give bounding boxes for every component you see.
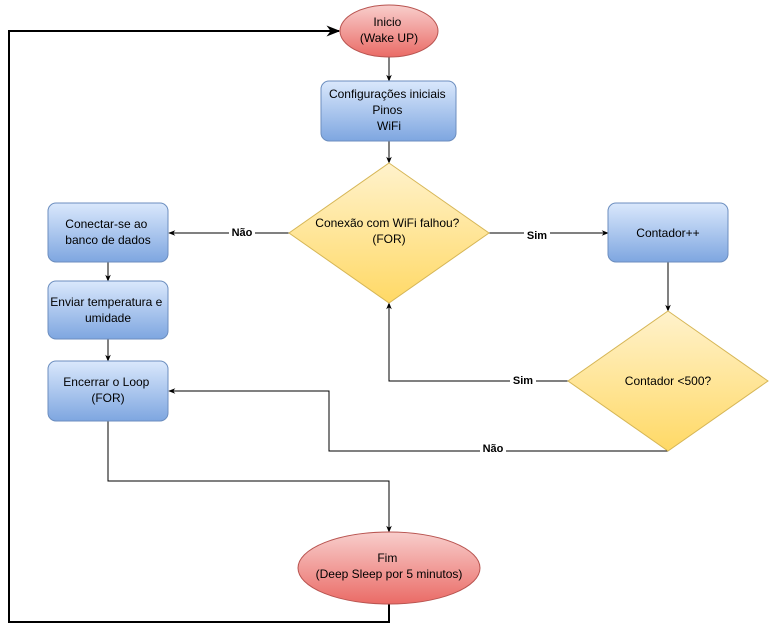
node-conectar-line-2: banco de dados — [65, 233, 150, 247]
node-inicio: Inicio (Wake UP) — [339, 4, 439, 58]
terminal-shape — [297, 531, 481, 605]
node-fim-line-1: Fim — [377, 551, 397, 565]
node-wifi-check-line-1: Conexão com WiFi falhou? — [315, 216, 459, 230]
edge-fim-loop-to-inicio — [8, 25, 390, 623]
node-inicio-text: Inicio (Wake UP) — [360, 15, 418, 45]
node-contador-line-1: Contador++ — [636, 226, 699, 240]
label-sim-wifi: Sim — [527, 230, 547, 242]
process-shape — [320, 80, 457, 142]
node-encerrar: Encerrar o Loop (FOR) — [47, 360, 169, 422]
label-nao-wifi: Não — [232, 227, 253, 239]
process-shape — [47, 360, 169, 422]
process-shape — [47, 202, 169, 263]
node-inicio-line-1: Inicio — [373, 15, 401, 29]
edge-contador-check-no-to-encerrar — [168, 388, 668, 452]
process-shape — [47, 280, 169, 340]
node-wifi-check-text: Conexão com WiFi falhou? (FOR) — [315, 216, 462, 246]
node-config-text: Configurações iniciais Pinos WiFi — [329, 87, 449, 133]
node-enviar: Enviar temperatura e umidade — [47, 280, 169, 340]
node-contador-check-text: Contador <500? — [625, 374, 712, 388]
node-contador-text: Contador++ — [636, 226, 699, 240]
node-inicio-line-2: (Wake UP) — [360, 31, 418, 45]
node-wifi-check: Conexão com WiFi falhou? (FOR) — [288, 162, 490, 304]
node-wifi-check-line-2: (FOR) — [372, 232, 405, 246]
node-conectar-line-1: Conectar-se ao — [65, 217, 147, 231]
node-encerrar-line-1: Encerrar o Loop — [63, 375, 149, 389]
label-sim-contador: Sim — [513, 375, 533, 387]
node-conectar-text: Conectar-se ao banco de dados — [65, 217, 150, 247]
node-contador: Contador++ — [607, 202, 729, 263]
node-enviar-line-2: umidade — [85, 311, 131, 325]
node-enviar-line-1: Enviar temperatura e — [50, 295, 162, 309]
decision-shape — [288, 162, 490, 304]
process-shape — [607, 202, 729, 263]
edge-encerrar-to-fim — [107, 421, 392, 533]
label-bg-nao-contador — [480, 441, 506, 456]
node-encerrar-text: Encerrar o Loop (FOR) — [63, 375, 152, 405]
label-bg-sim-contador — [510, 373, 536, 388]
label-bg-sim-wifi — [524, 228, 550, 243]
node-config: Configurações iniciais Pinos WiFi — [320, 80, 457, 142]
edge-contador-check-yes-to-wifi-check — [386, 302, 568, 382]
terminal-shape — [339, 4, 439, 58]
node-fim-line-2: (Deep Sleep por 5 minutos) — [316, 567, 463, 581]
label-bg-nao-wifi — [229, 225, 255, 240]
label-nao-contador: Não — [483, 443, 504, 455]
node-encerrar-line-2: (FOR) — [91, 391, 124, 405]
node-contador-check-line-1: Contador <500? — [625, 374, 712, 388]
node-enviar-text: Enviar temperatura e umidade — [50, 295, 165, 325]
node-fim-text: Fim (Deep Sleep por 5 minutos) — [316, 551, 463, 581]
edge-labels: Não Sim Sim Não — [229, 225, 550, 456]
node-config-line-1: Configurações iniciais — [329, 87, 446, 101]
node-config-line-2: Pinos — [372, 103, 402, 117]
node-contador-check: Contador <500? — [567, 310, 769, 452]
decision-shape — [567, 310, 769, 452]
node-config-line-3: WiFi — [377, 119, 401, 133]
node-fim: Fim (Deep Sleep por 5 minutos) — [297, 531, 481, 605]
node-conectar: Conectar-se ao banco de dados — [47, 202, 169, 263]
